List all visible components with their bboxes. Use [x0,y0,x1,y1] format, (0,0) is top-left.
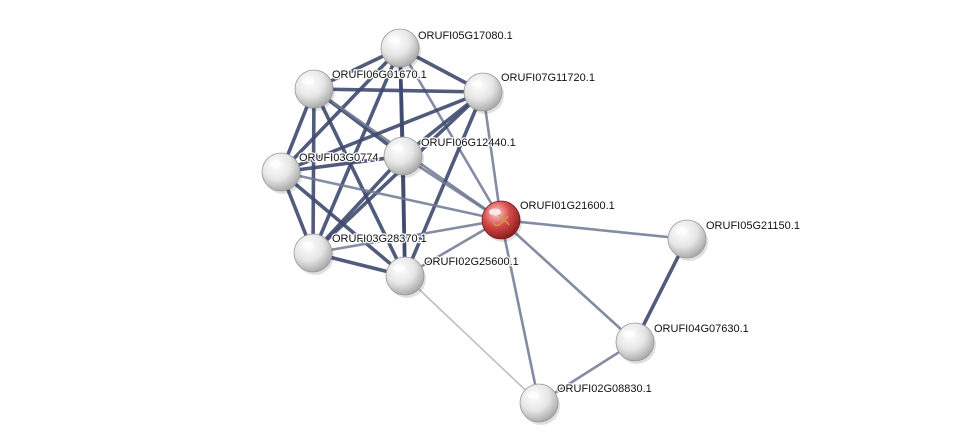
node-highlight [489,208,501,216]
edge-n06G12440-n01G21600 [401,154,503,222]
node-highlight [675,227,687,235]
node-highlight [471,80,483,88]
edge-n06G12440-n03G0774 [279,154,405,174]
edge-n01G21600-n02G08830 [499,218,541,405]
edge-n01G21600-n05G21150 [499,218,689,241]
node-label: ORUFI02G25600.1 [424,256,519,268]
node-n02G08830[interactable]: ORUFI02G08830.1 [519,382,653,425]
edge-n05G17080-n03G28370 [311,46,402,255]
node-sphere[interactable] [383,136,423,176]
edge-n05G17080-n01G21600 [398,46,503,222]
node-n05G21150[interactable]: ORUFI05G21150.1 [667,219,801,261]
node-highlight [301,241,313,249]
node-n04G07630[interactable]: ORUFI04G07630.1 [615,322,750,364]
node-sphere[interactable] [463,72,503,112]
edge-n06G01670-n07G11720 [312,87,485,94]
edge-n07G11720-n01G21600 [481,90,503,222]
node-label: ORUFI06G01670.1 [332,69,427,81]
edge-n03G0774-n02G25600 [279,170,407,278]
node-label: ORUFI05G21150.1 [706,220,800,232]
node-sphere[interactable] [385,256,425,296]
node-n06G12440[interactable]: ORUFI06G12440.1 [383,136,517,178]
node-label: ORUFI03G28370.1 [332,233,427,245]
node-n06G01670[interactable]: ORUFI06G01670.1 [294,68,428,111]
node-sphere[interactable] [519,383,559,423]
node-label: ORUFI03G0774 [299,152,378,164]
edge-n03G28370-n01G21600 [311,218,503,255]
node-label: ORUFI01G21600.1 [520,200,615,212]
node-n05G17080[interactable]: ORUFI05G17080.1 [380,28,514,70]
node-n03G0774[interactable]: ORUFI03G0774 [261,151,380,194]
edge-n06G12440-n03G28370 [311,154,405,255]
node-sphere[interactable] [380,28,420,68]
edge-n06G01670-n03G28370 [311,87,316,255]
node-sphere[interactable] [615,322,655,362]
node-label: ORUFI07G11720.1 [501,72,595,84]
edge-n03G0774-n01G21600 [279,170,503,222]
edge-n06G12440-n02G25600 [401,154,407,278]
node-label: ORUFI05G17080.1 [418,30,513,42]
node-highlight [302,77,314,85]
node-n02G25600[interactable]: ORUFI02G25600.1 [385,255,520,298]
node-sphere[interactable] [294,69,334,109]
node-sphere[interactable] [261,152,301,192]
node-label: ORUFI04G07630.1 [654,323,749,335]
node-n01G21600[interactable]: ORUFI01G21600.1 [481,199,616,242]
node-highlight [388,36,400,44]
edge-n02G25600-n02G08830 [404,275,540,404]
query-node-sphere[interactable] [481,200,521,240]
node-highlight [391,144,403,152]
node-highlight [269,160,281,168]
node-n03G28370[interactable]: ORUFI03G28370.1 [293,232,428,275]
edge-n07G11720-n03G0774 [279,90,485,174]
node-label: ORUFI06G12440.1 [421,137,516,149]
node-n07G11720[interactable]: ORUFI07G11720.1 [463,71,596,114]
node-label: ORUFI02G08830.1 [557,383,652,395]
edge-n06G01670-n02G25600 [312,87,407,278]
node-highlight [623,330,635,338]
node-sphere[interactable] [667,219,707,259]
edge-n01G21600-n04G07630 [499,218,637,344]
node-highlight [393,264,405,272]
node-highlight [527,391,539,399]
node-sphere[interactable] [293,233,333,273]
